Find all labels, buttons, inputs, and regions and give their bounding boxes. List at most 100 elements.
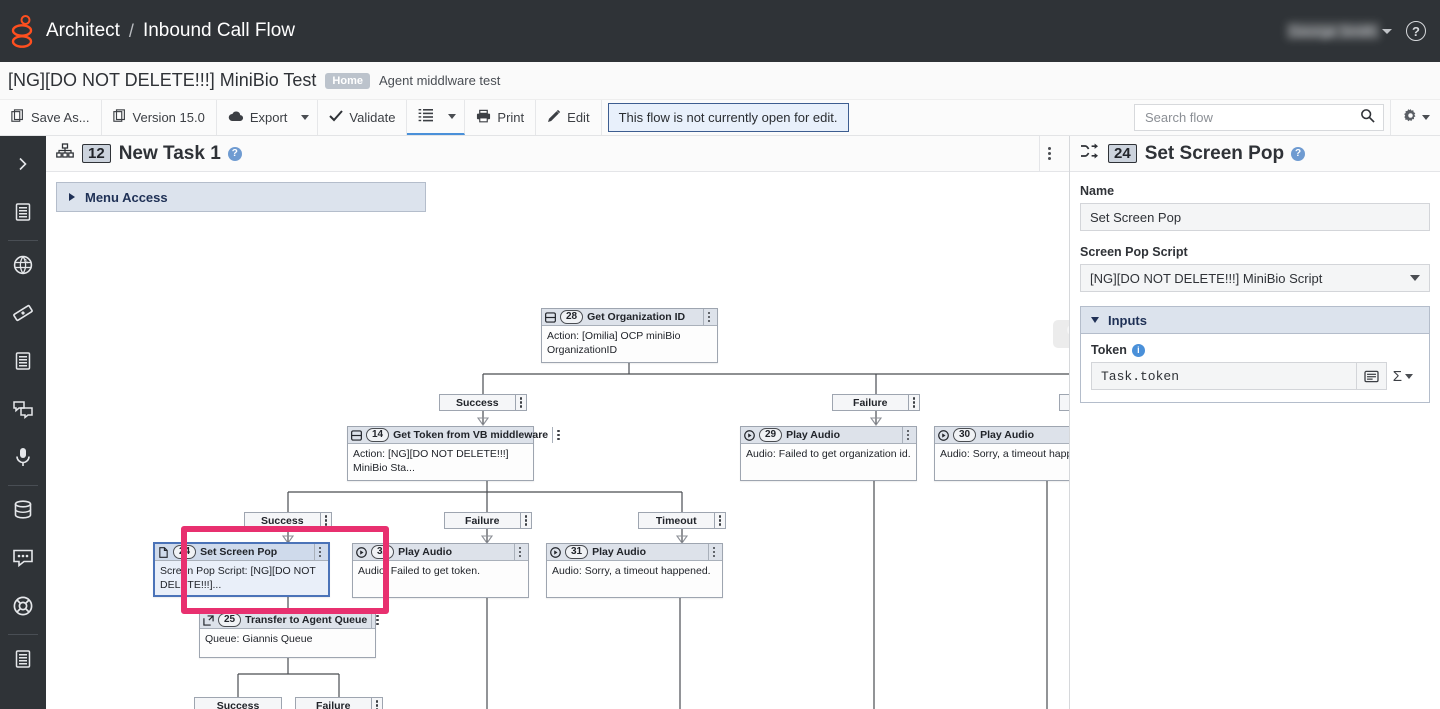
rail-item-toolbox[interactable] [0,190,46,238]
branch-kebab-menu[interactable] [519,513,532,528]
node-kebab-menu[interactable] [901,427,914,443]
node-title: Play Audio [980,429,1034,441]
node-properties-panel: 24 Set Screen Pop ? Name Set Screen Pop … [1070,136,1440,709]
database-icon [12,499,34,526]
info-icon[interactable]: i [1131,343,1145,357]
help-circle-icon[interactable]: ? [227,146,242,161]
node-kebab-menu[interactable] [513,544,526,560]
save-icon [11,109,25,126]
branch-label: Failure [853,396,888,409]
branch-pill-timeout-2[interactable]: Timeout [638,512,726,529]
name-field[interactable]: Set Screen Pop [1080,203,1430,231]
flow-node-24-selected[interactable]: 24 Set Screen Pop Screen Pop Script: [NG… [153,542,330,597]
node-kebab-menu[interactable] [552,427,564,443]
lifebuoy-icon [12,595,34,622]
branch-pill-timeout-1[interactable]: Timeout [1059,394,1069,411]
user-menu[interactable]: George Smith [1285,22,1392,40]
expression-editor-icon[interactable] [1356,362,1387,390]
gear-icon [1403,108,1418,128]
branch-pill-failure-3[interactable]: Failure [295,697,383,709]
list-dropdown-toggle[interactable] [440,100,466,135]
toolbar: Save As... Version 15.0 Export Validate [0,100,1440,136]
node-header: 28 Get Organization ID [542,309,717,326]
branch-kebab-menu[interactable] [514,395,527,410]
ordered-list-button[interactable] [407,100,441,135]
node-body: Audio: Failed to get organization id. [746,448,911,460]
token-input[interactable]: Task.token [1091,362,1357,390]
settings-menu-button[interactable] [1390,100,1440,135]
flow-node-25[interactable]: 25 Transfer to Agent Queue Queue: Gianni… [199,611,379,658]
rail-item-ticket[interactable] [0,291,46,339]
node-title: Transfer to Agent Queue [245,614,368,626]
edit-button[interactable]: Edit [536,100,602,135]
rail-item-database[interactable] [0,488,46,536]
flow-node-14[interactable]: 14 Get Token from VB middleware Action: … [347,426,560,481]
search-icon[interactable] [1360,108,1375,128]
branch-kebab-menu[interactable] [319,513,332,528]
expand-rail-button[interactable] [0,142,46,190]
inputs-section-toggle[interactable]: Inputs [1081,307,1429,334]
rail-item-chat[interactable] [0,536,46,584]
node-header: 30 Play Audio [935,427,1069,444]
rail-item-notes[interactable] [0,637,46,685]
save-as-button[interactable]: Save As... [0,100,102,135]
branch-kebab-menu[interactable] [907,395,920,410]
rail-item-support[interactable] [0,584,46,632]
rail-item-dialog[interactable] [0,387,46,435]
chevron-right-icon [69,193,75,201]
branch-pill-success-1[interactable]: Success [439,394,527,411]
sigma-menu-button[interactable]: Σ [1387,362,1419,390]
branch-pill-success-3[interactable]: Success [194,697,282,709]
flow-node-29[interactable]: 29 Play Audio Audio: Failed to get organ… [740,426,917,481]
rail-item-audio[interactable] [0,435,46,483]
flow-node-30[interactable]: 30 Play Audio Audio: Sorry, a timeout ha… [934,426,1069,481]
save-as-label: Save As... [31,110,90,125]
transfer-icon [203,614,214,626]
node-kebab-menu[interactable] [313,544,326,560]
document-icon [13,202,33,227]
flow-title-bar: [NG][DO NOT DELETE!!!] MiniBio Test Home… [0,62,1440,100]
node-body: Screen Pop Script: [NG][DO NOT DELETE!!!… [160,565,316,591]
screen-pop-script-value: [NG][DO NOT DELETE!!!] MiniBio Script [1090,270,1323,286]
help-circle-icon[interactable]: ? [1406,21,1426,41]
breadcrumb-app[interactable]: Architect [46,20,120,41]
branch-pill-failure-1[interactable]: Failure [832,394,920,411]
branch-pill-success-2[interactable]: Success [244,512,332,529]
document-icon [13,351,33,376]
branch-kebab-menu[interactable] [370,698,383,709]
version-button[interactable]: Version 15.0 [102,100,217,135]
node-number: 24 [173,545,197,559]
play-audio-icon [550,546,561,558]
validate-button[interactable]: Validate [318,100,408,135]
task-kebab-menu[interactable] [1039,136,1059,171]
rail-item-global[interactable] [0,243,46,291]
flow-node-32[interactable]: 32 Play Audio Audio: Failed to get token… [352,543,529,598]
flow-graph[interactable]: 28 Get Organization ID Action: [Omilia] … [46,222,1069,709]
help-circle-icon[interactable]: ? [1291,146,1306,161]
topbar-right-group: George Smith ? [1285,21,1440,41]
branch-kebab-menu[interactable] [713,513,726,528]
node-kebab-menu[interactable] [371,612,383,628]
branch-label: Failure [465,514,500,527]
sitemap-icon [56,143,74,164]
zoom-search-button[interactable] [1053,320,1069,348]
branch-pill-failure-2[interactable]: Failure [444,512,532,529]
rail-divider [8,634,38,635]
search-icon [1066,323,1069,345]
search-input[interactable] [1143,109,1360,126]
rail-item-data[interactable] [0,339,46,387]
search-flow-field[interactable] [1134,104,1384,131]
export-dropdown-toggle[interactable] [293,100,319,135]
node-header: 31 Play Audio [547,544,722,561]
flow-node-31[interactable]: 31 Play Audio Audio: Sorry, a timeout ha… [546,543,723,598]
node-kebab-menu[interactable] [707,544,720,560]
print-button[interactable]: Print [465,100,537,135]
screen-pop-script-select[interactable]: [NG][DO NOT DELETE!!!] MiniBio Script [1080,264,1430,292]
node-kebab-menu[interactable] [702,309,715,325]
menu-access-section[interactable]: Menu Access [56,182,426,212]
flow-node-28[interactable]: 28 Get Organization ID Action: [Omilia] … [541,308,718,363]
genesys-logo-icon[interactable] [0,14,46,48]
breadcrumb-current: Inbound Call Flow [142,20,296,41]
document-icon [13,649,33,674]
export-button[interactable]: Export [217,100,294,135]
